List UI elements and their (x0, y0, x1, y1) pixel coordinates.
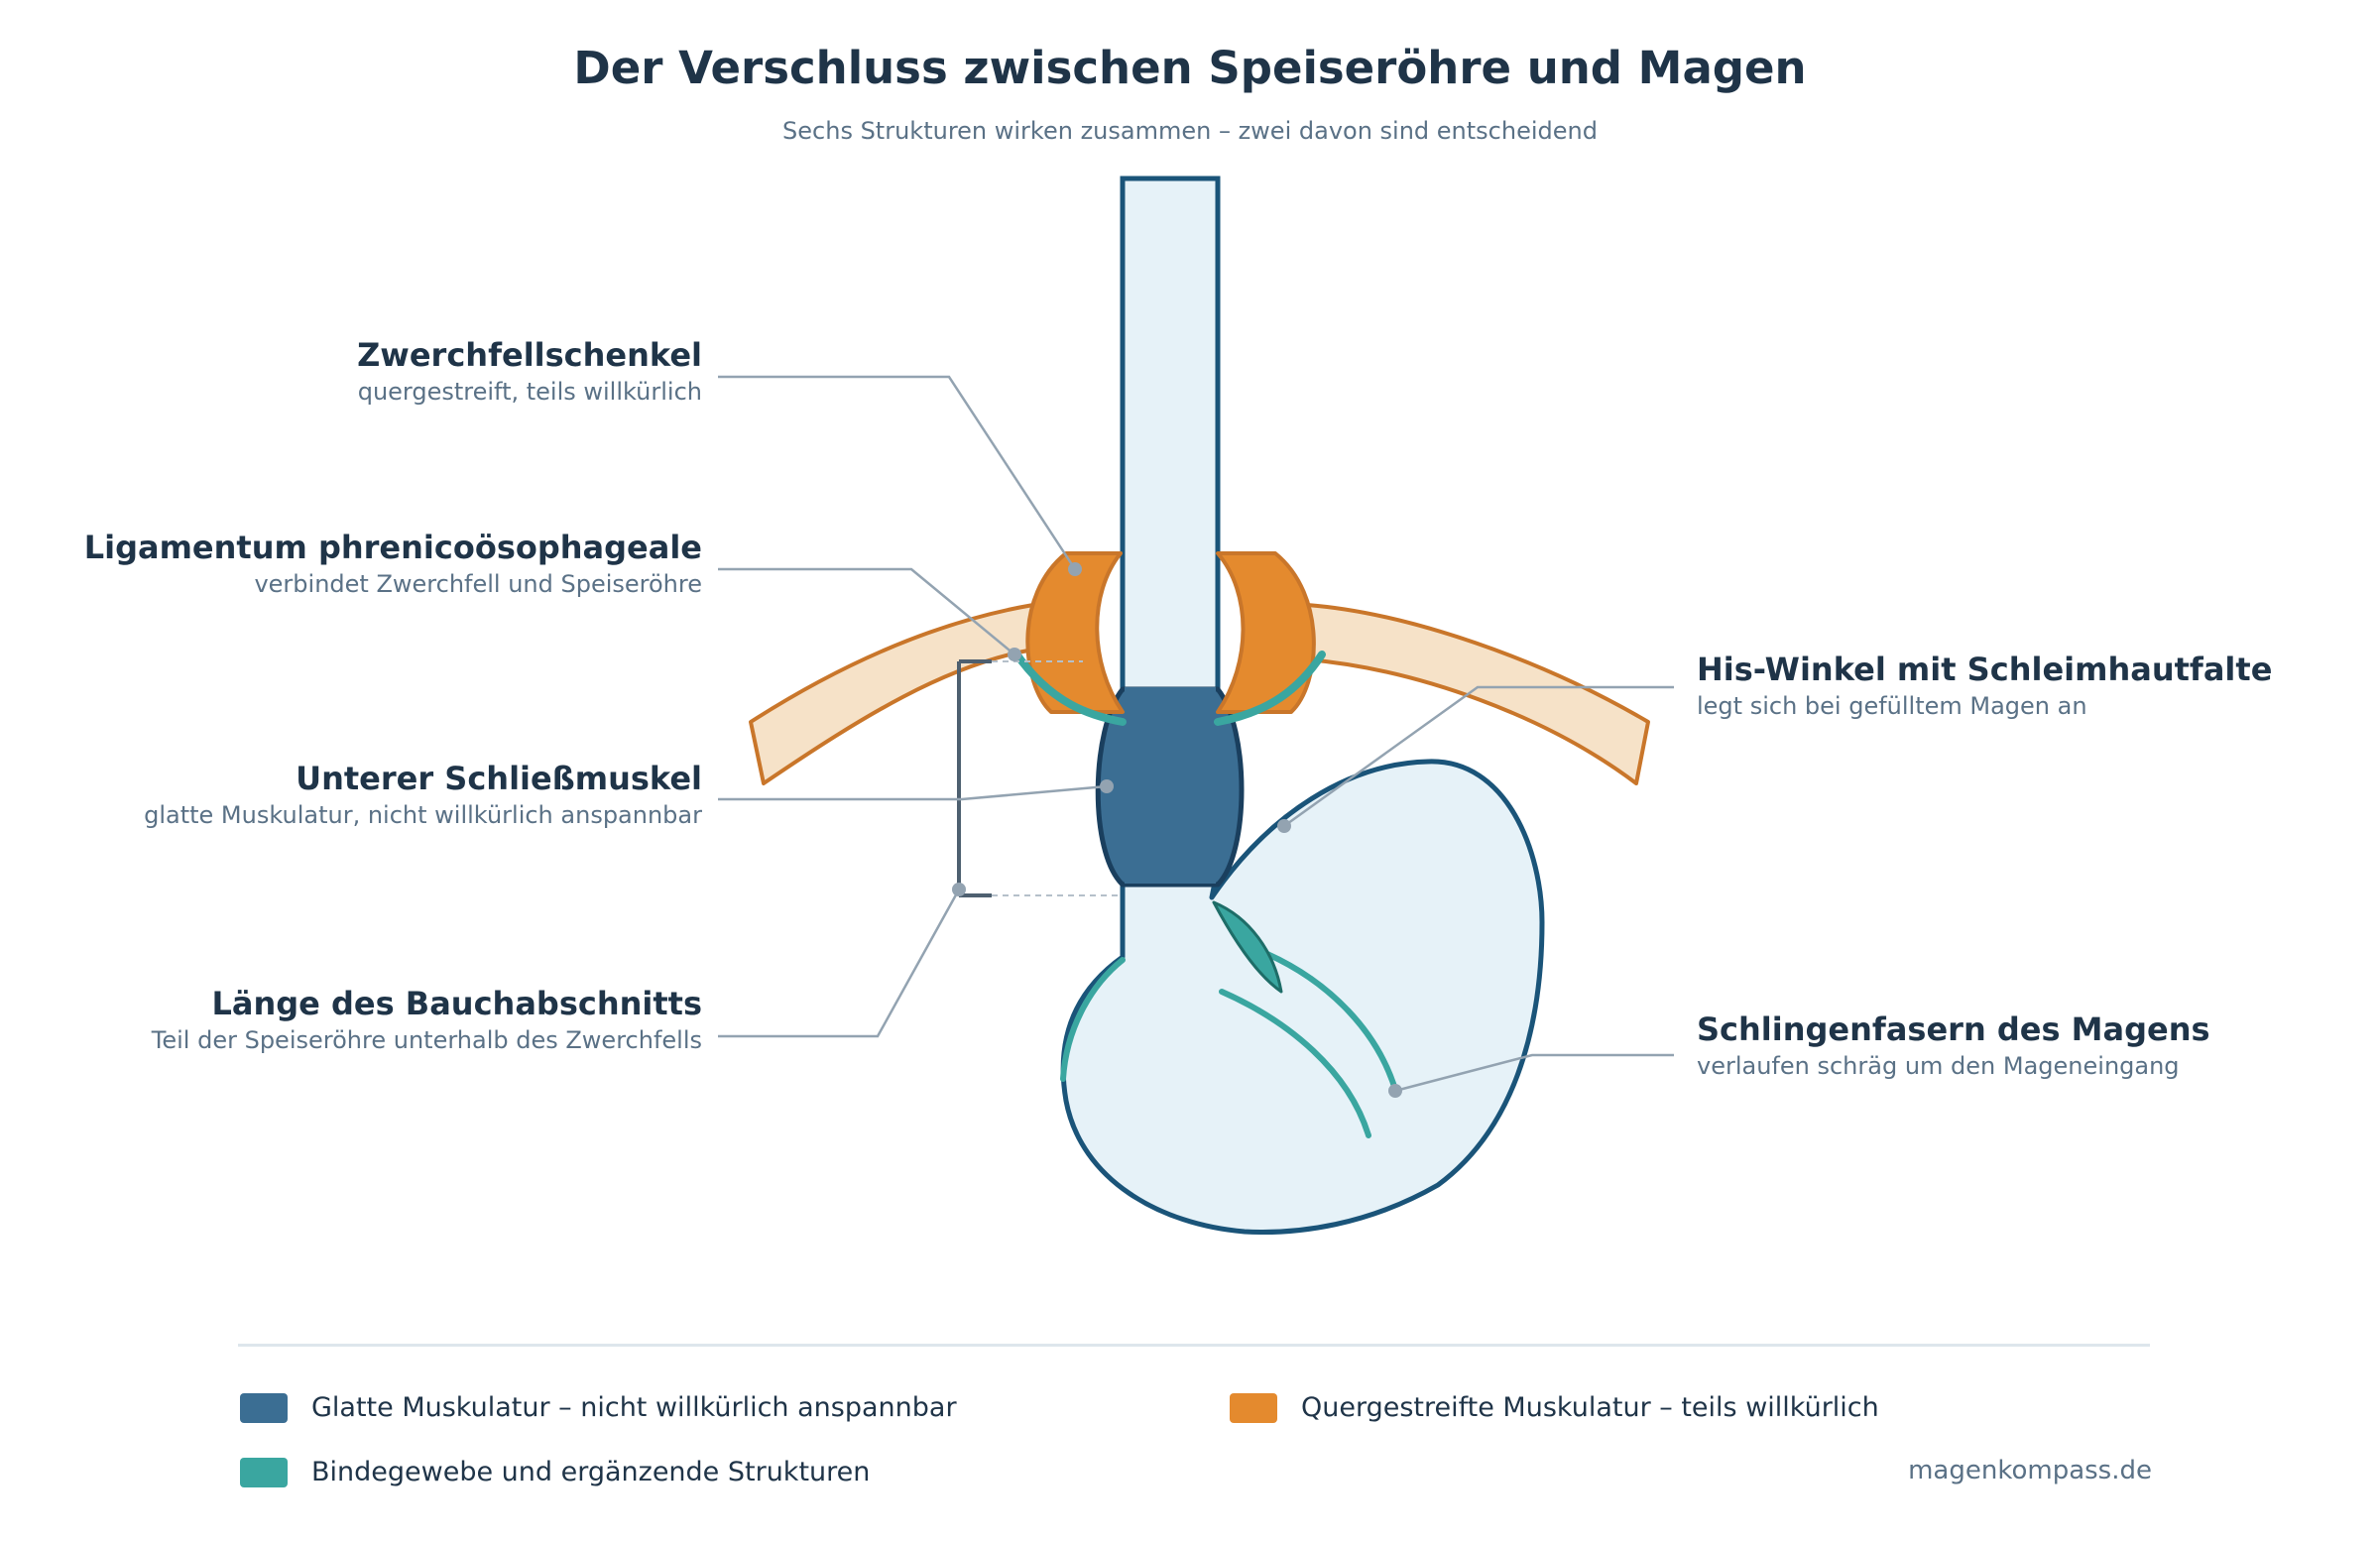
dot-abdominal-length (952, 883, 966, 896)
legend-item-smooth-muscle: Glatte Muskulatur – nicht willkürlich an… (240, 1392, 957, 1423)
diaphragm (749, 603, 1650, 785)
label-his-angle-title: His-Winkel mit Schleimhautfalte (1697, 651, 2273, 688)
label-his-angle: His-Winkel mit Schleimhautfalte legt sic… (1697, 650, 2371, 723)
legend-item-connective: Bindegewebe und ergänzende Strukturen (240, 1457, 870, 1487)
leader-abdominal-length (718, 889, 961, 1038)
dot-sling-fibers (1388, 1084, 1402, 1098)
page-title: Der Verschluss zwischen Speiseröhre und … (573, 42, 1807, 94)
sling-fiber-inner (1219, 989, 1371, 1138)
label-les-desc: glatte Muskulatur, nicht willkürlich ans… (144, 801, 702, 829)
label-sling-fibers-desc: verlaufen schräg um den Mageneingang (1697, 1052, 2180, 1080)
abdominal-length-bracket (957, 659, 1121, 897)
diaphragm-right (1305, 603, 1650, 785)
label-crus-desc: quergestreift, teils willkürlich (357, 378, 702, 406)
label-ligament: Ligamentum phrenicoösophageale verbindet… (28, 528, 702, 601)
diaphragm-crura (1025, 551, 1316, 714)
diaphragm-left (749, 603, 1035, 785)
label-les-title: Unterer Schließmuskel (296, 760, 702, 797)
label-sling-fibers-title: Schlingenfasern des Magens (1697, 1010, 2210, 1048)
mucosal-fold (1212, 900, 1283, 994)
leader-his-angle (1283, 685, 1674, 828)
dot-les (1100, 779, 1114, 793)
label-abdominal-length-desc: Teil der Speiseröhre unterhalb des Zwerc… (151, 1026, 702, 1054)
dot-his-angle (1277, 819, 1291, 833)
label-sling-fibers: Schlingenfasern des Magens verlaufen sch… (1697, 1009, 2371, 1083)
lower-esophageal-sphincter (1095, 686, 1245, 888)
page-subtitle: Sechs Strukturen wirken zusammen – zwei … (782, 117, 1598, 145)
label-crus: Zwerchfellschenkel quergestreift, teils … (28, 335, 702, 409)
label-abdominal-length-title: Länge des Bauchabschnitts (211, 985, 702, 1022)
leader-crus (718, 375, 1077, 570)
legend-swatch-connective (240, 1457, 288, 1487)
label-ligament-title: Ligamentum phrenicoösophageale (83, 529, 702, 566)
leader-dots (952, 562, 1402, 1098)
dot-crus (1068, 562, 1082, 576)
label-les: Unterer Schließmuskel glatte Muskulatur,… (28, 759, 702, 832)
crus-right (1216, 551, 1316, 714)
legend-swatch-striated-muscle (1230, 1392, 1277, 1423)
leader-lines (718, 375, 1674, 1093)
leader-ligament (718, 567, 1015, 655)
label-abdominal-length: Länge des Bauchabschnitts Teil der Speis… (28, 984, 702, 1057)
legend-label-striated-muscle: Quergestreifte Muskulatur – teils willkü… (1301, 1392, 1879, 1423)
legend-item-striated-muscle: Quergestreifte Muskulatur – teils willkü… (1230, 1392, 1879, 1423)
source-credit: magenkompass.de (1908, 1456, 2152, 1485)
legend-swatch-smooth-muscle (240, 1392, 288, 1423)
legend-label-smooth-muscle: Glatte Muskulatur – nicht willkürlich an… (311, 1392, 957, 1423)
sling-fiber-outer (1264, 951, 1399, 1096)
leader-les (718, 784, 1108, 801)
label-crus-title: Zwerchfellschenkel (357, 336, 702, 374)
label-ligament-desc: verbindet Zwerchfell und Speiseröhre (254, 570, 702, 598)
phrenoesophageal-ligament (1012, 649, 1326, 726)
leader-sling-fibers (1394, 1053, 1674, 1093)
legend-divider (238, 1344, 2150, 1347)
stomach-wall-accents (1060, 951, 1399, 1138)
legend-label-connective: Bindegewebe und ergänzende Strukturen (311, 1457, 871, 1487)
dot-ligament (1008, 648, 1021, 661)
label-his-angle-desc: legt sich bei gefülltem Magen an (1697, 692, 2087, 720)
stomach (1060, 759, 1545, 1235)
